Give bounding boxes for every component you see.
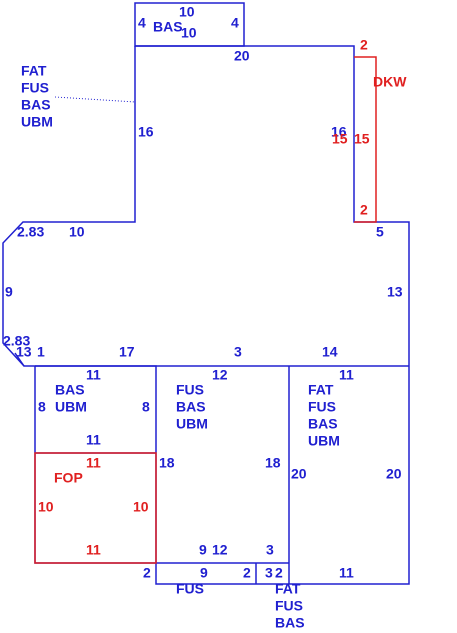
left-room-label-1: BAS — [55, 382, 85, 398]
dim-middle-room-bottom-c: 3 — [266, 542, 274, 558]
right-room-label-1: FAT — [308, 382, 334, 398]
dim-right-side: 13 — [387, 284, 403, 300]
dim-middle-room-bottom-b: 12 — [212, 542, 228, 558]
main-label-3: BAS — [21, 97, 51, 113]
dim-left-step: 10 — [69, 224, 85, 240]
dim-deck-top: 2 — [360, 37, 368, 53]
left-room-label-2: UBM — [55, 399, 87, 415]
dim-middle-room-bottom-a: 9 — [199, 542, 207, 558]
dim-deck-left: 15 — [332, 131, 348, 147]
dim-right-room-left: 20 — [291, 466, 307, 482]
label-leader — [54, 96, 136, 103]
main-outline — [2, 45, 410, 585]
dim-right-step: 5 — [376, 224, 384, 240]
dim-main-left: 16 — [138, 124, 154, 140]
dim-top-box-right: 4 — [231, 15, 239, 31]
dim-lower-diag: 2.83 — [3, 333, 30, 349]
dim-bottom-right-3: 3 — [265, 565, 273, 581]
dim-left-room-left: 8 — [38, 399, 46, 415]
dim-porch-top: 11 — [86, 455, 101, 471]
main-label-1: FAT — [21, 63, 47, 79]
bottom-right-label-1: FAT — [275, 581, 301, 597]
dim-mid-3: 3 — [234, 344, 242, 360]
dim-deck-right: 15 — [354, 131, 370, 147]
dim-left-room-top: 11 — [86, 367, 101, 383]
dimension-labels: 10 10 4 4 20 16 16 2 15 15 2 2.83 10 5 9… — [3, 4, 403, 581]
dim-right-room-right: 20 — [386, 466, 402, 482]
dim-top-box-bottom: 10 — [181, 25, 197, 41]
area-labels: BAS FAT FUS BAS UBM DKW BAS UBM FUS BAS … — [21, 19, 407, 631]
dim-left-side: 9 — [5, 284, 13, 300]
dim-porch-left: 10 — [38, 499, 54, 515]
dim-lower-13: 13 — [16, 344, 32, 360]
deck-label: DKW — [373, 74, 407, 90]
dim-middle-room-top: 12 — [212, 367, 228, 383]
dim-top-box-top: 10 — [179, 4, 195, 20]
corner-tick — [14, 352, 25, 367]
dim-left-room-right: 8 — [142, 399, 150, 415]
dim-left-room-bottom: 11 — [86, 432, 101, 448]
porch-label: FOP — [54, 470, 83, 486]
dim-mid-14: 14 — [322, 344, 338, 360]
dim-right-room-bottom: 11 — [339, 565, 354, 581]
middle-room-label-3: UBM — [176, 416, 208, 432]
top-box-label: BAS — [153, 19, 183, 35]
dim-right-room-top: 11 — [339, 367, 354, 383]
dim-deck-bottom: 2 — [360, 202, 368, 218]
dim-porch-bottom: 11 — [86, 542, 101, 558]
outline-lines — [2, 2, 410, 585]
bottom-small-label: FUS — [176, 581, 204, 597]
dim-bottom-small-bottom: 9 — [200, 565, 208, 581]
dim-bottom-small-right: 2 — [243, 565, 251, 581]
dim-main-right: 16 — [331, 124, 347, 140]
dim-bottom-small-left: 2 — [143, 565, 151, 581]
dim-mid-17: 17 — [119, 344, 135, 360]
dim-lower-1: 1 — [37, 344, 45, 360]
right-room-label-4: UBM — [308, 433, 340, 449]
middle-room-label-1: FUS — [176, 382, 204, 398]
dim-middle-room-right: 18 — [265, 455, 281, 471]
main-label-4: UBM — [21, 114, 53, 130]
main-label-2: FUS — [21, 80, 49, 96]
bottom-right-label-2: FUS — [275, 598, 303, 614]
porch-outline — [34, 452, 157, 564]
deck-outline — [354, 56, 377, 223]
dim-top-box-left: 4 — [138, 15, 146, 31]
bottom-right-label-3: BAS — [275, 615, 305, 631]
dim-left-diag: 2.83 — [17, 224, 44, 240]
dim-middle-room-left: 18 — [159, 455, 175, 471]
dim-bottom-right-2: 2 — [275, 565, 283, 581]
dim-porch-right: 10 — [133, 499, 149, 515]
middle-room-label-2: BAS — [176, 399, 206, 415]
porch-lines — [34, 56, 377, 564]
right-room-label-2: FUS — [308, 399, 336, 415]
dim-main-top: 20 — [234, 48, 250, 64]
right-room-label-3: BAS — [308, 416, 338, 432]
